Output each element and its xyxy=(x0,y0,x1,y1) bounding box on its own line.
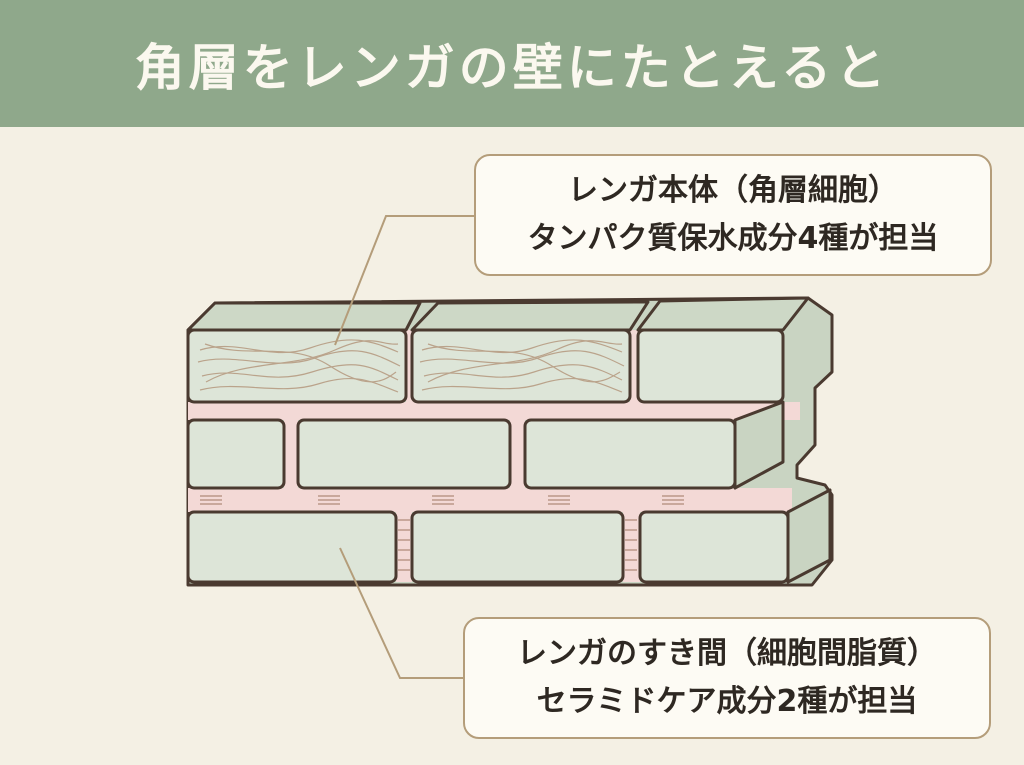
brick-row-bottom xyxy=(186,488,832,584)
callout-brick-gap-line2: セラミドケア成分2種が担当 xyxy=(536,684,918,719)
header-banner: 角層をレンガの壁にたとえると xyxy=(0,0,1024,127)
brick-row-middle xyxy=(186,400,785,490)
callout-brick-body-line2: タンパク質保水成分4種が担当 xyxy=(527,221,939,256)
lipid-lamella-marks xyxy=(200,495,684,571)
callout-brick-body-line1: レンガ本体（角層細胞） xyxy=(568,173,898,208)
page-title: 角層をレンガの壁にたとえると xyxy=(134,37,890,97)
leader-line-bottom xyxy=(339,547,465,679)
leader-line-top xyxy=(334,215,476,346)
keratin-fiber-texture xyxy=(197,339,625,393)
callout-brick-gap-line1: レンガのすき間（細胞間脂質） xyxy=(517,636,937,671)
callout-brick-gap: レンガのすき間（細胞間脂質） セラミドケア成分2種が担当 xyxy=(463,617,991,739)
brick-row-top xyxy=(186,296,810,404)
callout-brick-body: レンガ本体（角層細胞） タンパク質保水成分4種が担当 xyxy=(474,154,992,276)
